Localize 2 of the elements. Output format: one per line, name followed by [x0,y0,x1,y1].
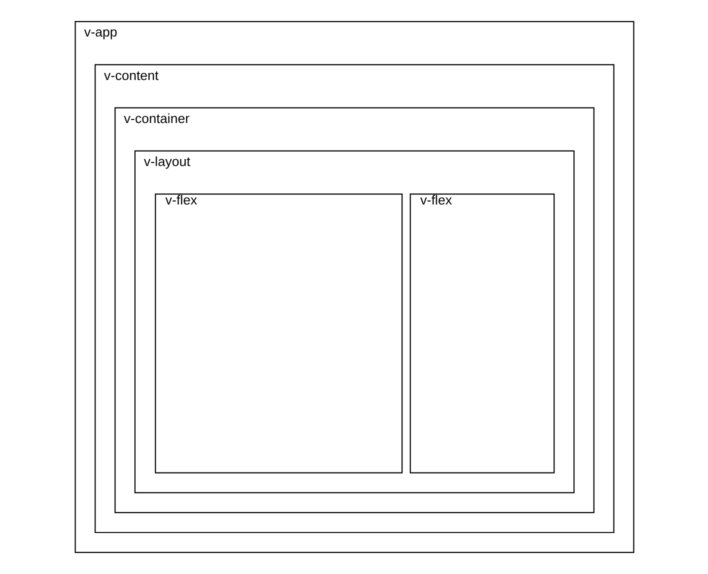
node-box: v-flex [409,194,554,474]
node-box: v-flex [154,194,402,474]
